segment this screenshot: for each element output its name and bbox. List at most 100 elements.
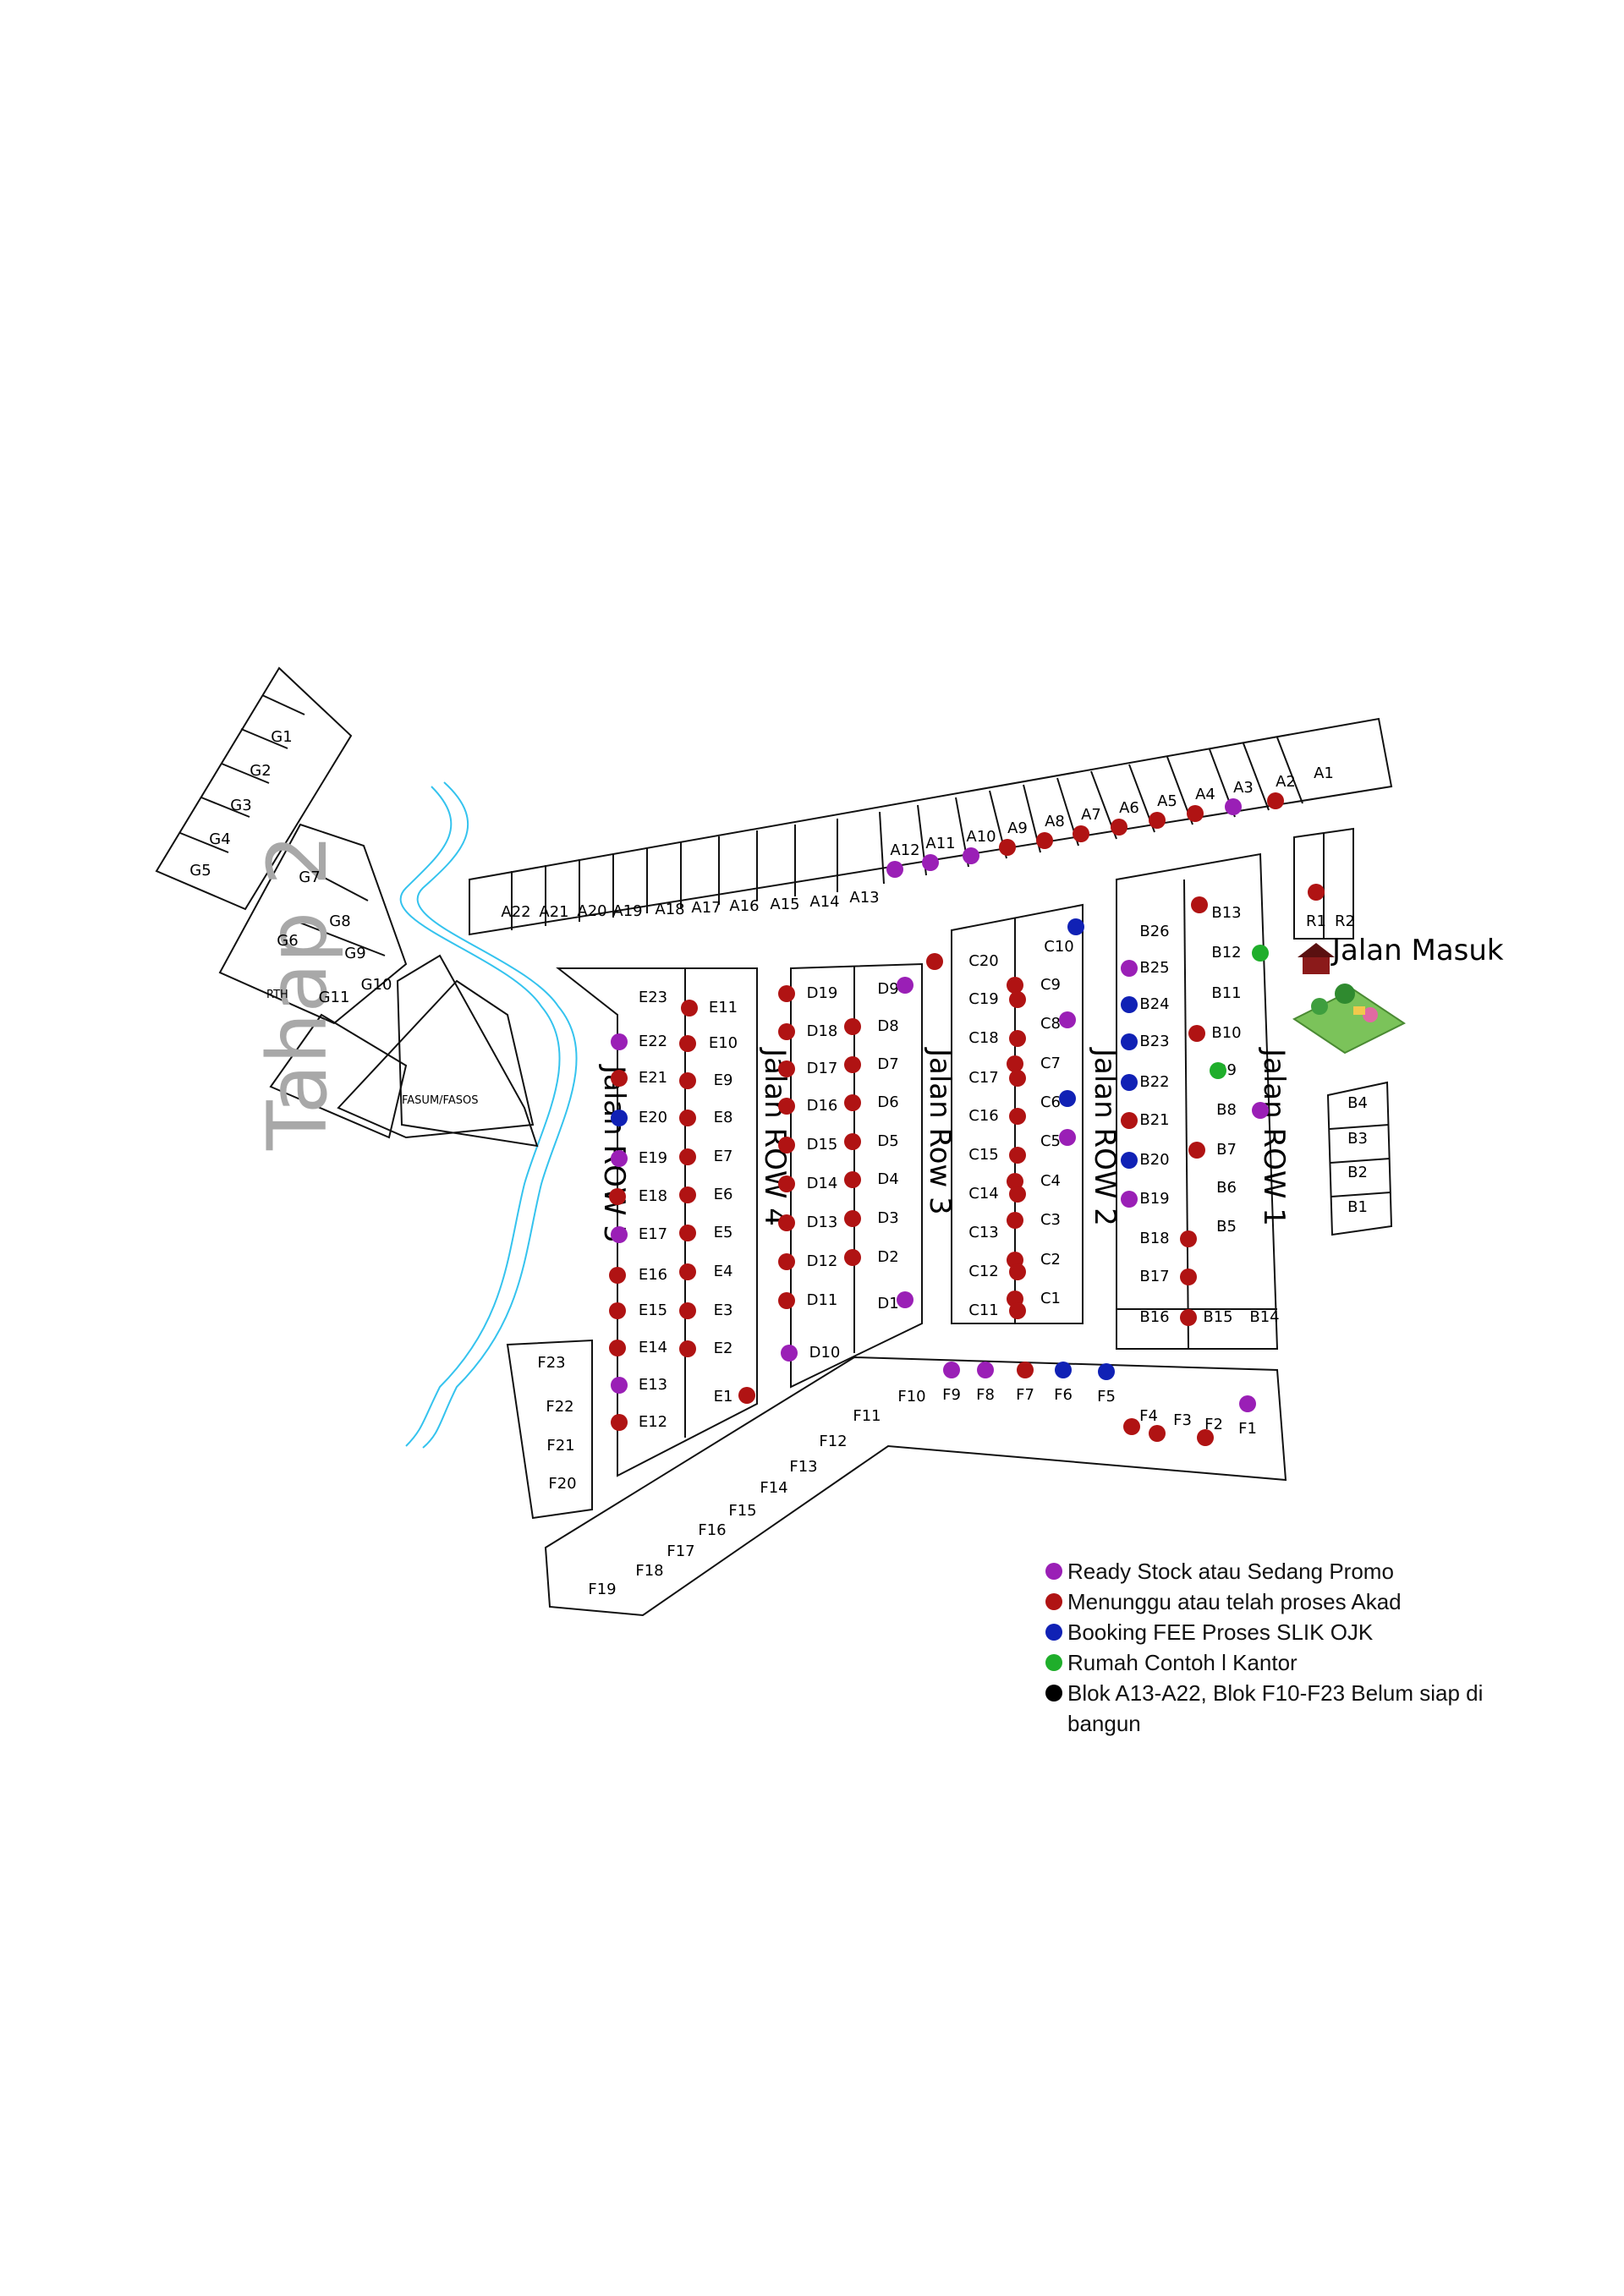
lot-label-a10: A10 <box>966 828 996 846</box>
status-dot-c11 <box>1009 1302 1026 1319</box>
status-dot-e14 <box>609 1340 626 1356</box>
lot-label-f11: F11 <box>853 1407 881 1425</box>
lot-label-c10: C10 <box>1044 938 1073 956</box>
lot-label-e7: E7 <box>714 1148 733 1165</box>
status-dot-f6 <box>1055 1362 1072 1378</box>
legend-dot-belum <box>1045 1685 1062 1701</box>
lot-label-c17: C17 <box>968 1069 998 1087</box>
lot-label-e15: E15 <box>639 1301 667 1319</box>
lot-label-d7: D7 <box>877 1055 898 1073</box>
lot-label-a2: A2 <box>1276 773 1296 791</box>
lot-label-e19: E19 <box>639 1149 667 1167</box>
lot-label-g11: G11 <box>319 989 350 1006</box>
lot-label-e13: E13 <box>639 1376 667 1394</box>
status-dot-b24 <box>1121 996 1138 1013</box>
lot-label-f15: F15 <box>728 1502 756 1520</box>
lot-label-g1: G1 <box>271 728 292 746</box>
lot-label-e21: E21 <box>639 1069 667 1087</box>
status-dot-d17 <box>778 1060 795 1077</box>
lot-label-g5: G5 <box>189 862 211 879</box>
status-dot-c9 <box>1007 977 1023 994</box>
status-dot-f9 <box>943 1362 960 1378</box>
status-dot-e20 <box>611 1110 628 1126</box>
status-dot-b10 <box>1188 1025 1205 1042</box>
lot-label-d2: D2 <box>877 1248 898 1266</box>
lot-label-d17: D17 <box>807 1060 838 1077</box>
lot-label-c3: C3 <box>1040 1211 1061 1229</box>
lot-label-b23: B23 <box>1139 1033 1169 1050</box>
status-dot-a3 <box>1225 798 1242 815</box>
status-dot-d16 <box>778 1098 795 1115</box>
road-row1-label: Jalan ROW 1 <box>1257 1047 1291 1226</box>
status-dot-f4 <box>1123 1418 1140 1435</box>
status-dot-a11 <box>922 854 939 871</box>
lot-label-c16: C16 <box>968 1107 998 1125</box>
lot-label-c20: C20 <box>968 952 998 970</box>
lot-label-d13: D13 <box>807 1214 838 1231</box>
status-dot-b25 <box>1121 960 1138 977</box>
lot-label-d9: D9 <box>877 980 898 998</box>
legend-item-akad: Menunggu atau telah proses Akad <box>1045 1586 1519 1617</box>
status-dot-d10 <box>781 1345 798 1362</box>
lot-label-d14: D14 <box>807 1175 838 1192</box>
lot-label-c9: C9 <box>1040 976 1061 994</box>
status-dot-b16 <box>1180 1309 1197 1326</box>
lot-label-a19: A19 <box>612 902 642 920</box>
lot-label-a1: A1 <box>1314 764 1334 782</box>
lot-label-a15: A15 <box>770 896 799 913</box>
legend-label-ready: Ready Stock atau Sedang Promo <box>1067 1559 1394 1584</box>
lot-label-b14: B14 <box>1249 1308 1279 1326</box>
entrance-label: Jalan Masuk <box>1330 934 1504 967</box>
status-dot-a2 <box>1267 792 1284 809</box>
lot-label-g10: G10 <box>361 976 392 994</box>
lot-label-e17: E17 <box>639 1225 667 1243</box>
lot-label-f10: F10 <box>897 1388 925 1406</box>
status-dot-e9 <box>679 1072 696 1089</box>
lot-label-g8: G8 <box>329 912 350 930</box>
lot-label-f6: F6 <box>1054 1386 1073 1404</box>
status-dot-b23 <box>1121 1033 1138 1050</box>
status-dot-e11 <box>681 1000 698 1016</box>
lot-label-d18: D18 <box>807 1022 838 1040</box>
lot-label-f13: F13 <box>789 1458 817 1476</box>
status-dot-e16 <box>609 1267 626 1284</box>
block-a <box>469 717 1393 936</box>
lot-label-c6: C6 <box>1040 1093 1061 1111</box>
status-dot-b21 <box>1121 1112 1138 1129</box>
legend-dot-contoh <box>1045 1654 1062 1671</box>
lot-label-f23: F23 <box>537 1354 565 1372</box>
lot-label-e16: E16 <box>639 1266 667 1284</box>
status-dot-f8 <box>977 1362 994 1378</box>
lot-label-a11: A11 <box>925 835 955 852</box>
status-dot-a4 <box>1187 805 1204 822</box>
status-dot-b7 <box>1188 1142 1205 1159</box>
lot-label-b2: B2 <box>1347 1164 1368 1181</box>
rth-label: RTH <box>266 989 288 1001</box>
status-dot-d12 <box>778 1253 795 1270</box>
lot-label-e20: E20 <box>639 1109 667 1126</box>
status-dot-a8 <box>1036 832 1053 849</box>
lot-label-e10: E10 <box>709 1034 738 1052</box>
lot-label-c12: C12 <box>968 1263 998 1280</box>
status-dot-c3 <box>1007 1212 1023 1229</box>
legend-item-ready: Ready Stock atau Sedang Promo <box>1045 1556 1519 1586</box>
lot-label-a17: A17 <box>691 899 721 917</box>
lot-label-e6: E6 <box>714 1186 733 1203</box>
status-dot-e8 <box>679 1110 696 1126</box>
lot-label-e18: E18 <box>639 1187 667 1205</box>
lot-label-b10: B10 <box>1211 1024 1241 1042</box>
lot-label-e1: E1 <box>714 1388 733 1406</box>
lot-label-a12: A12 <box>890 841 919 859</box>
lot-label-c1: C1 <box>1040 1290 1061 1307</box>
lot-label-f3: F3 <box>1173 1411 1192 1429</box>
status-dot-d14 <box>778 1175 795 1192</box>
block-f <box>506 1339 1287 1617</box>
lot-label-f17: F17 <box>667 1543 694 1560</box>
phase-label: Tahap 2 <box>250 834 345 1151</box>
lot-label-g7: G7 <box>299 869 320 886</box>
lot-label-a18: A18 <box>655 901 684 918</box>
lot-label-d12: D12 <box>807 1252 838 1270</box>
lot-label-a8: A8 <box>1045 813 1065 830</box>
road-row2-label: Jalan ROW 2 <box>1088 1047 1122 1226</box>
